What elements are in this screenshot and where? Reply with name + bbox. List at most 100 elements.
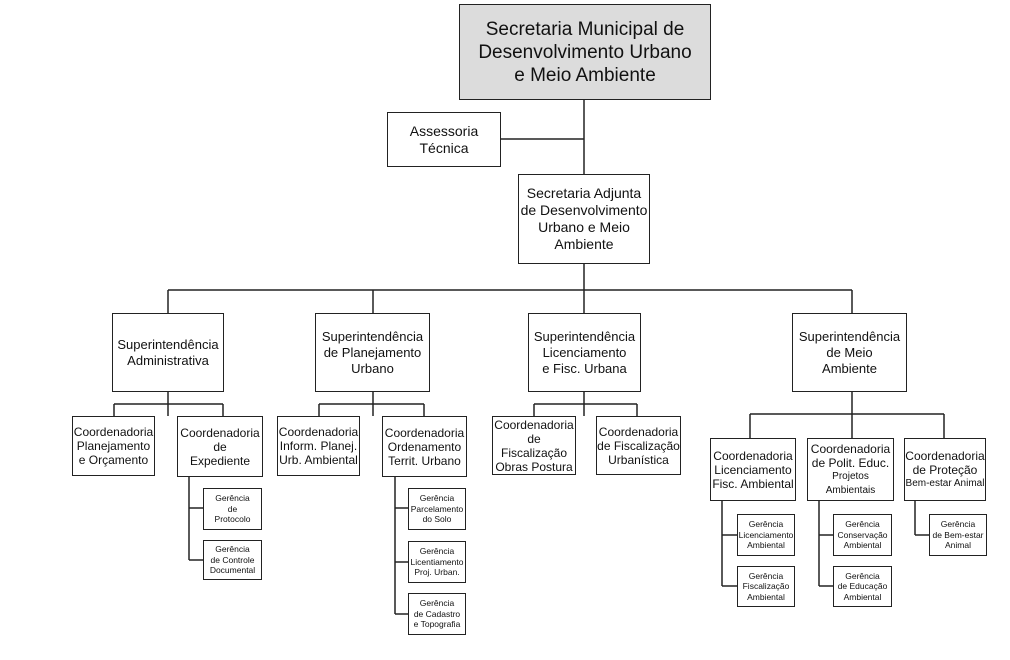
box-line: Gerência: [419, 493, 455, 504]
box-line: Urbano e Meio: [538, 219, 630, 235]
box-line: Coordenadoria: [494, 417, 574, 432]
box-line: Obras Postura: [495, 459, 573, 474]
box-line: Gerência: [419, 598, 455, 609]
box-line: Gerência: [215, 493, 250, 504]
box-line: Licenciamento: [714, 462, 792, 477]
box-line: Protocolo: [214, 514, 251, 525]
box-line: Superintendência: [117, 336, 219, 352]
box-line: Urbano: [351, 360, 394, 376]
box-line: Urb. Ambiental: [279, 453, 358, 467]
box-line: Conservação: [837, 529, 888, 540]
box-line: e Orçamento: [78, 453, 149, 467]
box-line: Coordenadoria: [180, 425, 260, 440]
box-line: de Meio: [826, 344, 873, 360]
box-line: Parcelamento: [410, 503, 464, 514]
box-line: Técnica: [419, 139, 469, 156]
box-line: Coordenadoria: [713, 448, 793, 463]
box-line: de Fiscalização: [597, 438, 680, 453]
box-line: Licenciamento: [738, 529, 794, 540]
box-line: de Fiscalização: [500, 431, 568, 460]
box-line: Expediente: [189, 453, 251, 468]
box-line: Inform. Planej.: [279, 439, 358, 453]
box-line: Coordenadoria: [810, 441, 891, 456]
box-line: Gerência: [419, 546, 455, 557]
box-line: de Cadastro: [413, 608, 461, 619]
box-line: de Polit. Educ.: [811, 455, 890, 470]
box-line: de Proteção: [912, 462, 978, 477]
box-line: Ambiental: [843, 540, 882, 551]
box-line: Licentiamento: [410, 556, 464, 567]
box-line: Superintendência: [533, 328, 636, 344]
box-line: de: [227, 503, 238, 514]
box-line: de Planejamento: [323, 344, 422, 360]
box-line: Coordenadoria: [598, 424, 679, 439]
box-line: Licenciamento: [542, 344, 627, 360]
box-line: e Fisc. Urbana: [542, 360, 627, 376]
box-line: Ambiente: [554, 236, 614, 252]
box-line: Territ. Urbano: [388, 453, 461, 468]
box-line: Planejamento: [76, 439, 151, 453]
box-line: Documental: [209, 565, 256, 576]
box-line: Secretaria Adjunta: [526, 185, 642, 201]
box-line: Desenvolvimento Urbano: [478, 41, 692, 63]
box-line: Administrativa: [127, 352, 209, 368]
box-line: de Educação: [837, 581, 888, 592]
box-line: de Desenvolvimento: [520, 202, 648, 218]
box-line: Gerência: [215, 544, 250, 555]
box-line: Ambiente: [822, 360, 877, 376]
box-line: Fisc. Ambiental: [712, 476, 794, 491]
box-line: Projetos Ambientais: [825, 470, 876, 496]
box-line: Gerência: [845, 570, 880, 581]
box-line: de Bem-estar: [932, 529, 984, 540]
box-line: e Meio Ambiente: [514, 64, 656, 86]
box-line: Urbanística: [608, 452, 669, 467]
box-line: e Topografia: [413, 619, 461, 630]
box-line: Secretaria Municipal de: [485, 18, 685, 40]
box-line: Ambiental: [747, 591, 785, 602]
box-line: Gerência: [748, 570, 784, 581]
box-line: Coordenadoria: [905, 448, 985, 463]
box-line: de: [213, 439, 227, 454]
box-line: Proj. Urban.: [414, 567, 460, 578]
box-line: Gerência: [940, 519, 976, 530]
box-line: Superintendência: [321, 328, 424, 344]
box-line: Bem-estar Animal: [905, 477, 985, 489]
box-line: Ambiental: [843, 591, 882, 602]
box-line: Gerência: [845, 519, 880, 530]
box-line: Gerência: [748, 519, 784, 530]
box-line: Ordenamento: [387, 439, 462, 454]
box-line: de Controle: [210, 554, 255, 565]
box-line: Superintendência: [798, 328, 901, 344]
box-line: Assessoria: [409, 122, 479, 139]
box-line: Coordenadoria: [384, 425, 465, 440]
box-line: Coordenadoria: [73, 425, 154, 439]
box-line: Fiscalização: [742, 581, 790, 592]
box-line: Animal: [945, 540, 971, 551]
box-line: Ambiental: [747, 540, 785, 551]
